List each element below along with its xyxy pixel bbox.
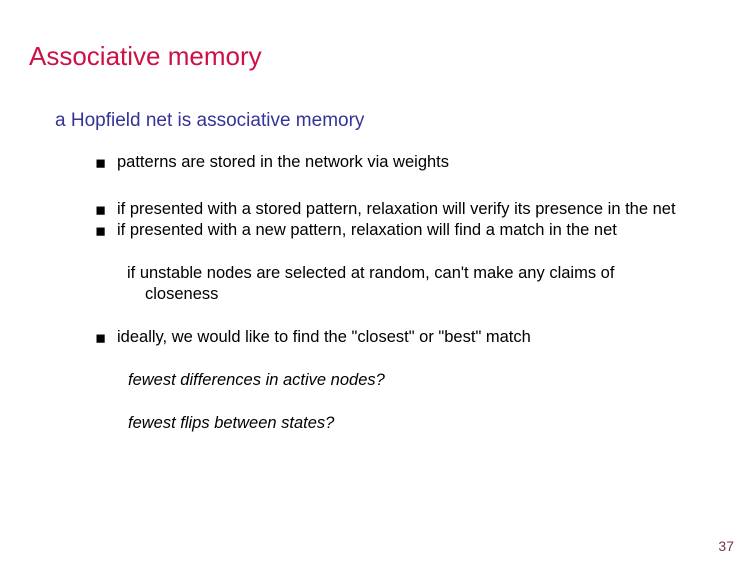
spacer xyxy=(0,305,756,327)
bullet-new-pattern: ▪ if presented with a new pattern, relax… xyxy=(0,220,756,241)
square-bullet-icon: ▪ xyxy=(95,153,107,172)
bullet-patterns-stored-label: patterns are stored in the network via w… xyxy=(117,153,450,171)
spacer xyxy=(0,140,756,152)
spacer xyxy=(0,391,756,413)
note-unstable-nodes-line1: if unstable nodes are selected at random… xyxy=(127,264,615,282)
bullet-ideally-closest: ▪ ideally, we would like to find the "cl… xyxy=(0,327,756,348)
bullet-new-pattern-label: if presented with a new pattern, relaxat… xyxy=(117,221,617,239)
page-title: Associative memory xyxy=(29,40,729,72)
slide-body: a Hopfield net is associative memory ▪ p… xyxy=(0,108,756,434)
spacer xyxy=(0,348,756,370)
square-bullet-icon: ▪ xyxy=(95,328,107,347)
note-unstable-nodes-line2: closeness xyxy=(145,285,219,303)
bullet-level1-heading: a Hopfield net is associative memory xyxy=(0,108,756,134)
page-number: 37 xyxy=(718,538,734,554)
spacer xyxy=(0,173,756,199)
bullet-level1-label: a Hopfield net is associative memory xyxy=(55,110,365,131)
bullet-ideally-closest-label: ideally, we would like to find the "clos… xyxy=(117,328,531,346)
question-fewest-flips: fewest flips between states? xyxy=(0,413,756,434)
slide-title-text: Associative memory xyxy=(29,41,262,71)
note-unstable-nodes: if unstable nodes are selected at random… xyxy=(0,263,756,305)
question-fewest-flips-label: fewest flips between states? xyxy=(128,414,335,432)
square-bullet-icon: ▪ xyxy=(95,200,107,219)
spacer xyxy=(0,241,756,263)
question-fewest-differences: fewest differences in active nodes? xyxy=(0,370,756,391)
bullet-patterns-stored: ▪ patterns are stored in the network via… xyxy=(0,152,756,173)
question-fewest-differences-label: fewest differences in active nodes? xyxy=(128,371,385,389)
bullet-stored-pattern: ▪ if presented with a stored pattern, re… xyxy=(0,199,756,220)
bullet-stored-pattern-label: if presented with a stored pattern, rela… xyxy=(117,200,676,218)
square-bullet-icon: ▪ xyxy=(95,221,107,240)
